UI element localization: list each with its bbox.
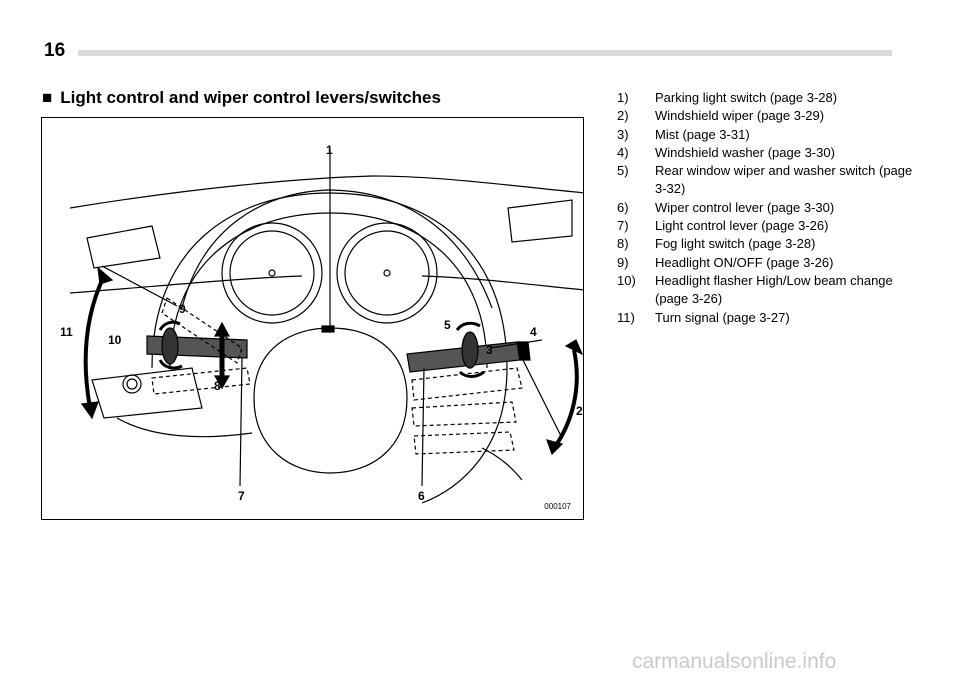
legend-item: 6) Wiper control lever (page 3-30) (617, 199, 917, 217)
legend-number: 8) (617, 236, 629, 252)
figure-code: 000107 (544, 502, 571, 511)
page-number: 16 (44, 40, 66, 61)
cluster-hood (181, 189, 493, 309)
dashboard-lower-line (69, 275, 303, 294)
callout-3: 3 (486, 343, 493, 357)
steering-column-drawing (69, 150, 583, 504)
legend-item: 11) Turn signal (page 3-27) (617, 309, 917, 327)
steering-hub (253, 327, 408, 474)
legend-item: 4) Windshield washer (page 3-30) (617, 144, 917, 162)
speedometer-gauge (336, 222, 438, 324)
legend-text: Windshield wiper (page 3-29) (655, 108, 825, 124)
callout-5: 5 (444, 318, 451, 332)
watermark: carmanualsonline.info (632, 650, 837, 673)
legend-item: 1) Parking light switch (page 3-28) (617, 89, 917, 107)
legend-text: Windshield washer (page 3-30) (655, 144, 835, 160)
callout-6: 6 (418, 489, 425, 503)
dashboard-outline (69, 175, 583, 209)
leader-6 (421, 367, 425, 487)
legend-number: 1) (617, 90, 629, 105)
callout-1: 1 (326, 143, 333, 157)
legend-text: Wiper control lever (page 3-30) (655, 199, 835, 215)
callout-11: 11 (60, 325, 73, 339)
callout-7: 7 (238, 489, 245, 503)
legend-item: 10) Headlight flasher High/Low beam chang… (617, 272, 917, 309)
legend-item: 5) Rear window wiper and washer switch (p… (617, 162, 917, 199)
legend-text: Light control lever (page 3-26) (655, 218, 829, 234)
legend-number: 6) (617, 199, 629, 215)
legend-number: 3) (617, 126, 629, 142)
legend-number: 4) (617, 144, 629, 160)
leader-7 (239, 357, 243, 487)
turn-signal-arrow (83, 275, 106, 409)
legend-number: 5) (617, 163, 629, 179)
legend-text: Mist (page 3-31) (655, 126, 750, 142)
legend-item: 8) Fog light switch (page 3-28) (617, 235, 917, 253)
callout-10: 10 (108, 333, 122, 347)
callout-9: 9 (179, 302, 186, 316)
legend-item: 2) Windshield wiper (page 3-29) (617, 107, 917, 125)
legend-number: 2) (617, 108, 629, 124)
section-heading: ■ Light control and wiper control levers/… (42, 88, 441, 108)
tachometer-gauge (221, 222, 323, 324)
legend-text: Rear window wiper and washer switch (pag… (655, 163, 913, 197)
heading-text: Light control and wiper control levers/s… (60, 88, 441, 107)
legend-item: 7) Light control lever (page 3-26) (617, 217, 917, 235)
legend-number: 10) (617, 272, 636, 288)
legend-text: Headlight ON/OFF (page 3-26) (655, 254, 834, 270)
legend-text: Parking light switch (page 3-28) (655, 90, 838, 105)
legend-item: 9) Headlight ON/OFF (page 3-26) (617, 254, 917, 272)
figure-illustration: 1 2 3 4 5 6 7 8 9 10 11 000107 (41, 117, 584, 520)
steering-wheel-rim (151, 192, 508, 504)
callout-4: 4 (530, 325, 537, 339)
legend-number: 11) (617, 309, 635, 325)
left-vent (86, 225, 161, 269)
legend-text: Fog light switch (page 3-28) (655, 236, 816, 252)
legend-number: 7) (617, 218, 629, 234)
left-switch-panel (91, 367, 203, 419)
right-vent (507, 199, 573, 243)
legend-item: 3) Mist (page 3-31) (617, 126, 917, 144)
callout-2: 2 (576, 404, 583, 418)
legend-list: 1) Parking light switch (page 3-28) 2) Win… (617, 89, 917, 327)
heading-marker: ■ (42, 88, 53, 107)
header-rule (78, 50, 892, 56)
legend-text: Turn signal (page 3-27) (655, 309, 790, 325)
callout-8: 8 (214, 379, 221, 393)
windshield-wiper-arrow (552, 349, 579, 450)
legend-text: Headlight flasher High/Low beam change (… (655, 272, 893, 307)
legend-number: 9) (617, 254, 629, 270)
